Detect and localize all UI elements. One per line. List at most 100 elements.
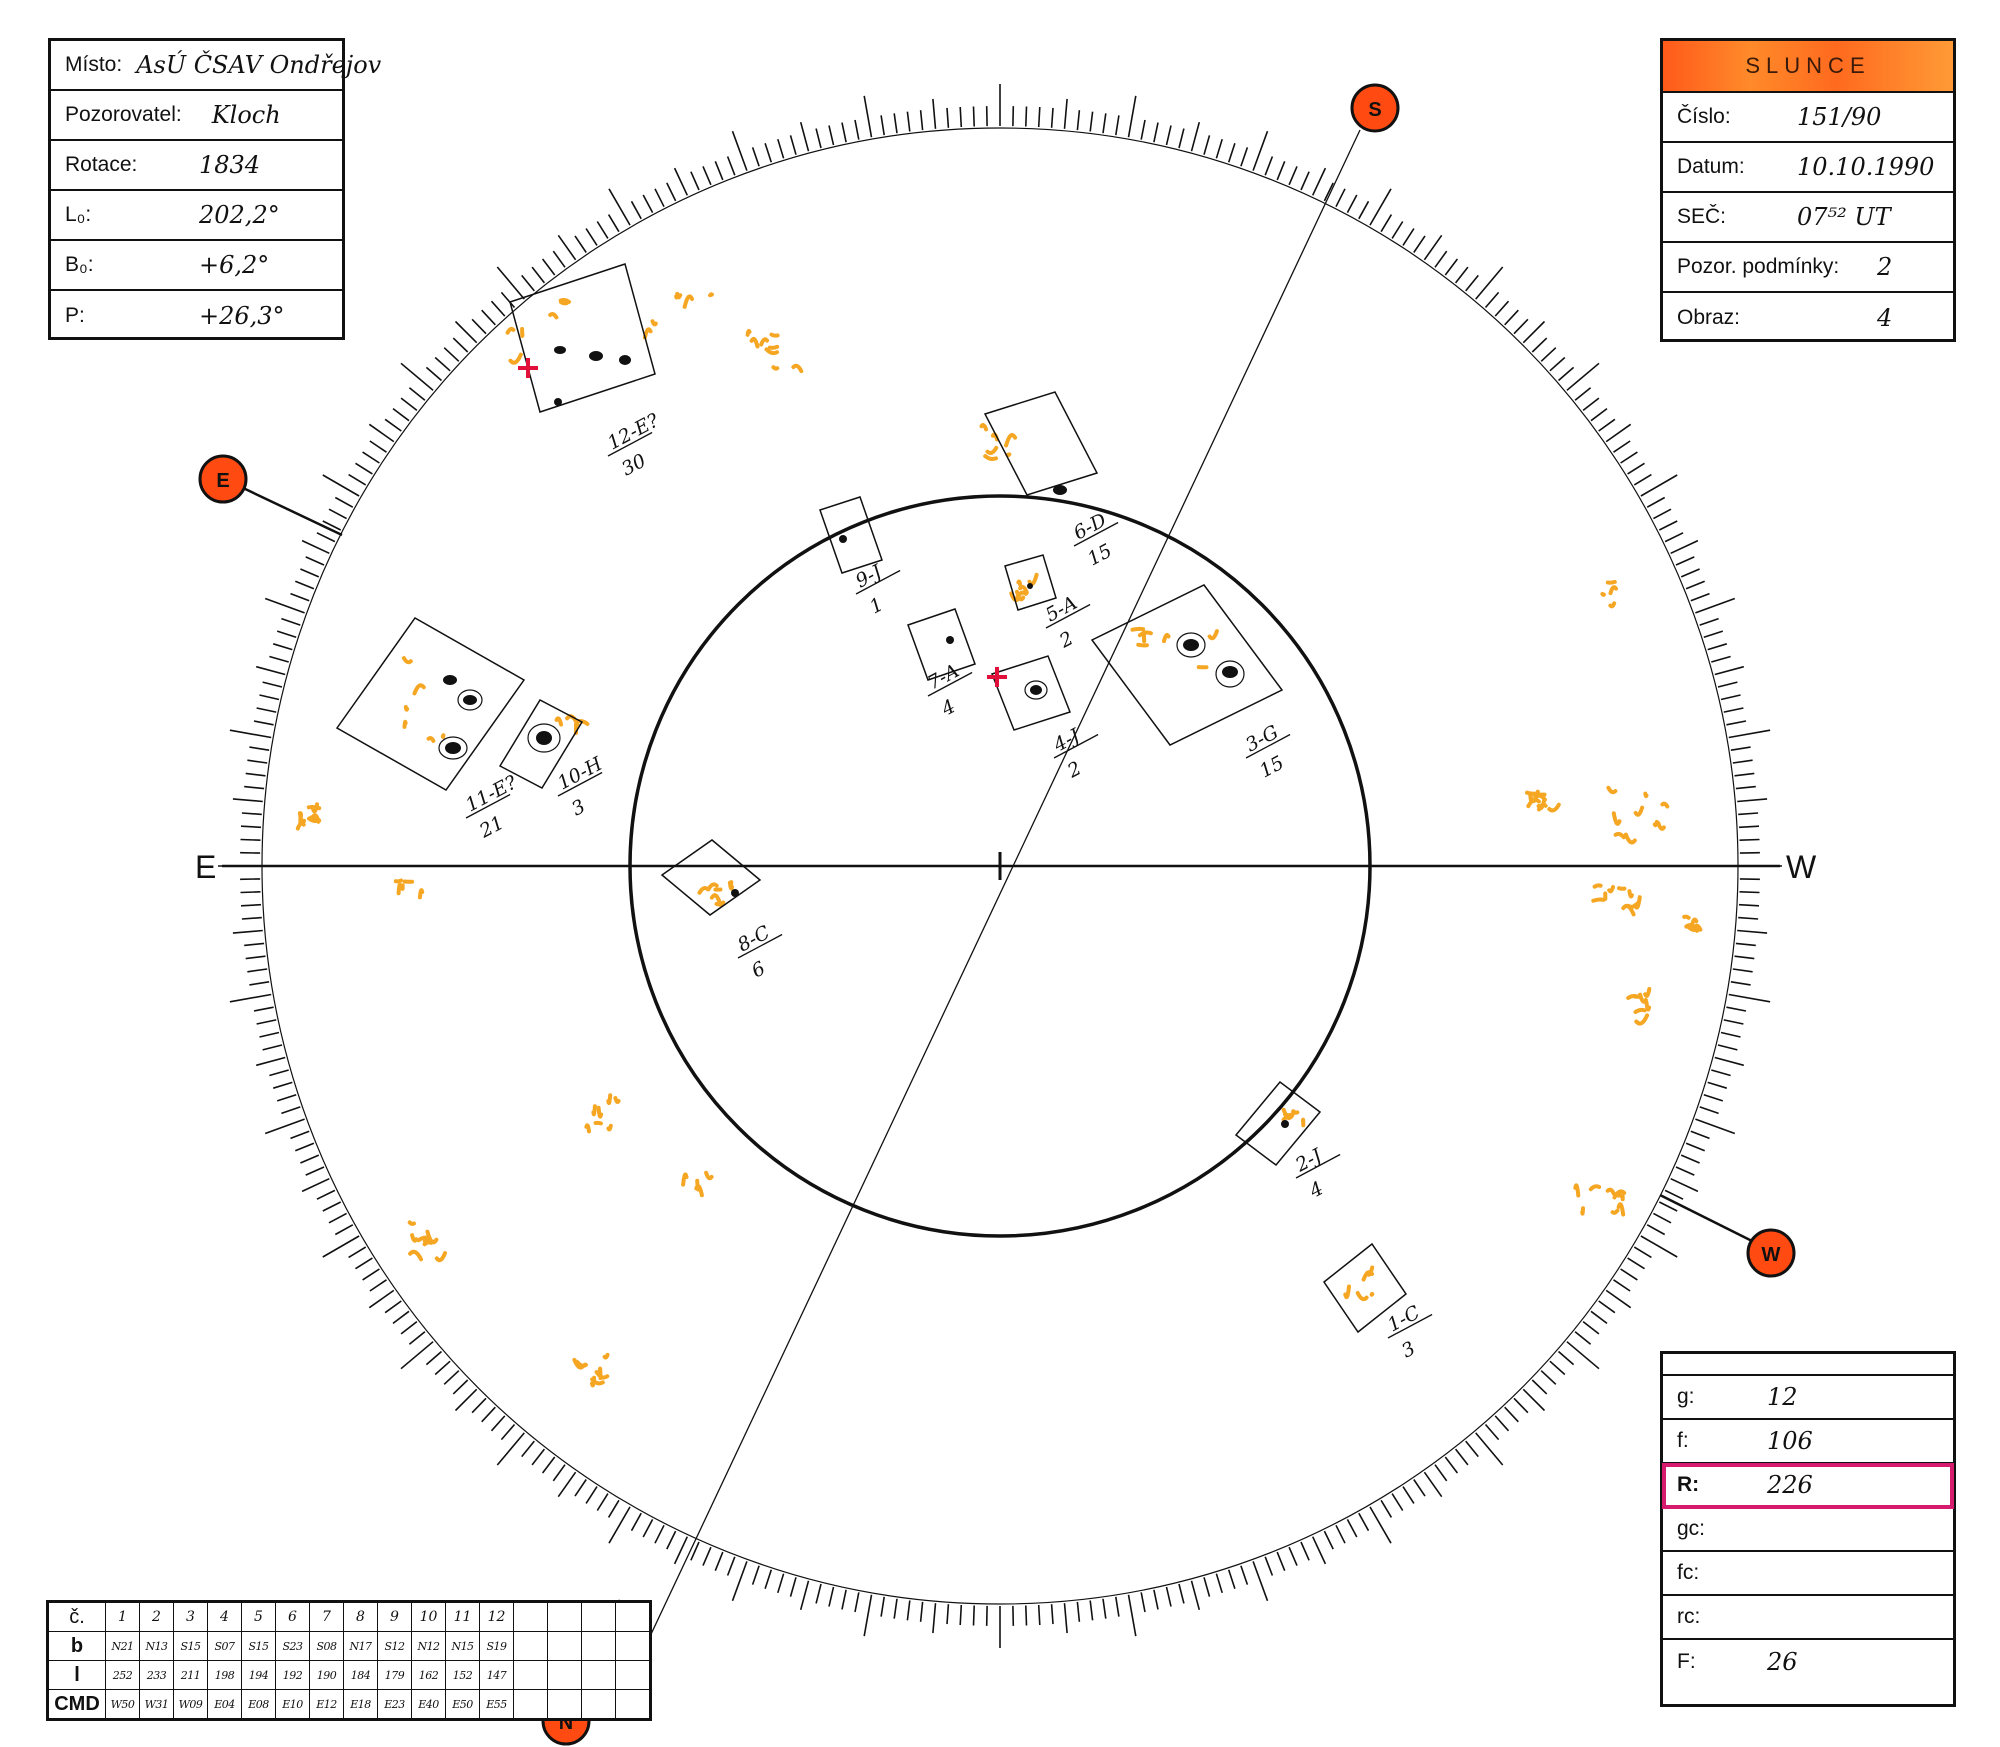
position-crosses — [518, 358, 1007, 687]
value-cell — [581, 1689, 616, 1720]
value-cell: S07 — [207, 1631, 242, 1661]
facula-stroke — [1634, 1013, 1650, 1026]
limb-tick — [1633, 473, 1652, 486]
limb-tick — [434, 356, 451, 372]
limb-tick — [764, 1569, 773, 1590]
facula-stroke — [1608, 585, 1618, 596]
limb-tick — [1358, 200, 1370, 220]
info-row-pozorovatel: Pozorovatel:Kloch — [51, 91, 342, 141]
group-box-3 — [1090, 584, 1284, 746]
group-label: 4-J — [1049, 724, 1084, 757]
marker-s: S — [1350, 83, 1400, 133]
group-label: 7-A — [924, 660, 963, 695]
limb-tick — [452, 1379, 469, 1395]
group-number-cell — [615, 1601, 651, 1632]
limb-tick — [1494, 1415, 1510, 1432]
limb-tick — [369, 1279, 387, 1292]
group-number-cell: 8 — [343, 1601, 378, 1632]
facula-stroke — [1534, 793, 1547, 802]
limb-tick — [1240, 1565, 1249, 1585]
limb-tick — [249, 981, 270, 986]
limb-tick — [608, 188, 631, 226]
limb-tick — [481, 309, 496, 326]
limb-tick — [1690, 1130, 1710, 1140]
facula-stroke — [425, 1229, 439, 1245]
group-label-rule — [1073, 521, 1119, 547]
group-box-6 — [983, 391, 1099, 496]
limb-tick — [253, 1006, 274, 1012]
slunce-title: SLUNCE — [1663, 41, 1953, 93]
facula-stroke — [714, 900, 726, 907]
cislo-label: Číslo: — [1677, 105, 1731, 128]
limb-tick — [244, 942, 265, 947]
value-cell: E10 — [275, 1689, 310, 1720]
r-label: R: — [1677, 1473, 1700, 1496]
value-cell: N12 — [411, 1631, 446, 1661]
limb-tick — [1127, 1594, 1137, 1637]
b0-label: B₀: — [65, 253, 94, 276]
spot — [445, 742, 461, 754]
limb-tick — [1627, 462, 1645, 475]
limb-tick — [1582, 397, 1600, 412]
spot — [619, 355, 631, 365]
limb-tick — [1102, 1598, 1107, 1619]
limb-tick — [1653, 508, 1672, 520]
p-label: P: — [65, 304, 85, 327]
group-number-cell: 9 — [377, 1601, 412, 1632]
limb-tick — [490, 1415, 506, 1432]
info-row-rotace: Rotace:1834 — [51, 141, 342, 191]
limb-tick — [1494, 300, 1510, 317]
limb-tick — [1423, 1471, 1443, 1498]
limb-tick — [1115, 1596, 1120, 1617]
limb-tick — [521, 1440, 535, 1458]
facula-stroke — [745, 328, 752, 337]
spot — [731, 889, 739, 897]
limb-tick — [1484, 1423, 1500, 1441]
limb-tick — [1695, 597, 1736, 614]
limb-tick — [863, 1594, 873, 1637]
limb-tick — [1264, 1556, 1274, 1576]
limb-tick — [247, 968, 268, 973]
facula-stroke — [591, 1104, 597, 1117]
limb-tick — [256, 707, 277, 713]
value-cell — [513, 1631, 548, 1661]
group-number-cell: 10 — [411, 1601, 446, 1632]
group-number-cell: 5 — [241, 1601, 276, 1632]
limb-tick — [1423, 234, 1443, 261]
limb-tick — [1739, 891, 1760, 894]
limb-tick — [264, 597, 305, 614]
limb-tick — [893, 1598, 898, 1619]
facula-stroke — [1343, 1284, 1351, 1300]
sunspots — [443, 346, 1289, 1128]
facula-stroke — [1281, 1115, 1291, 1122]
limb-tick — [789, 1577, 797, 1597]
limb-tick — [1738, 903, 1760, 907]
fc-label: fc: — [1677, 1561, 1700, 1584]
limb-tick — [1728, 729, 1771, 739]
facula-stroke — [1547, 802, 1561, 813]
stats-top-spacer — [1663, 1354, 1953, 1376]
limb-tick — [322, 520, 342, 531]
limb-tick — [1050, 1604, 1054, 1625]
limb-tick — [946, 1604, 950, 1625]
group-box-10 — [498, 699, 584, 789]
limb-tick — [521, 274, 535, 292]
limb-tick — [607, 1499, 620, 1518]
limb-tick — [1574, 1331, 1592, 1345]
facula-stroke — [1600, 592, 1606, 597]
facula-stroke — [1580, 1206, 1585, 1216]
facula-stroke — [1612, 1189, 1627, 1200]
spot — [1222, 666, 1238, 678]
value-cell: 152 — [445, 1660, 480, 1690]
limb-tick — [1369, 1506, 1392, 1544]
limb-tick — [1444, 1456, 1459, 1474]
limb-tick — [408, 387, 426, 401]
limb-tick — [893, 113, 898, 134]
facula-stroke — [558, 298, 571, 304]
limb-tick — [714, 161, 724, 181]
limb-tick — [1178, 1583, 1185, 1604]
limb-tick — [490, 300, 506, 317]
penumbra — [1024, 680, 1048, 700]
limb-tick — [1300, 1541, 1310, 1561]
limb-tick — [281, 1106, 301, 1115]
